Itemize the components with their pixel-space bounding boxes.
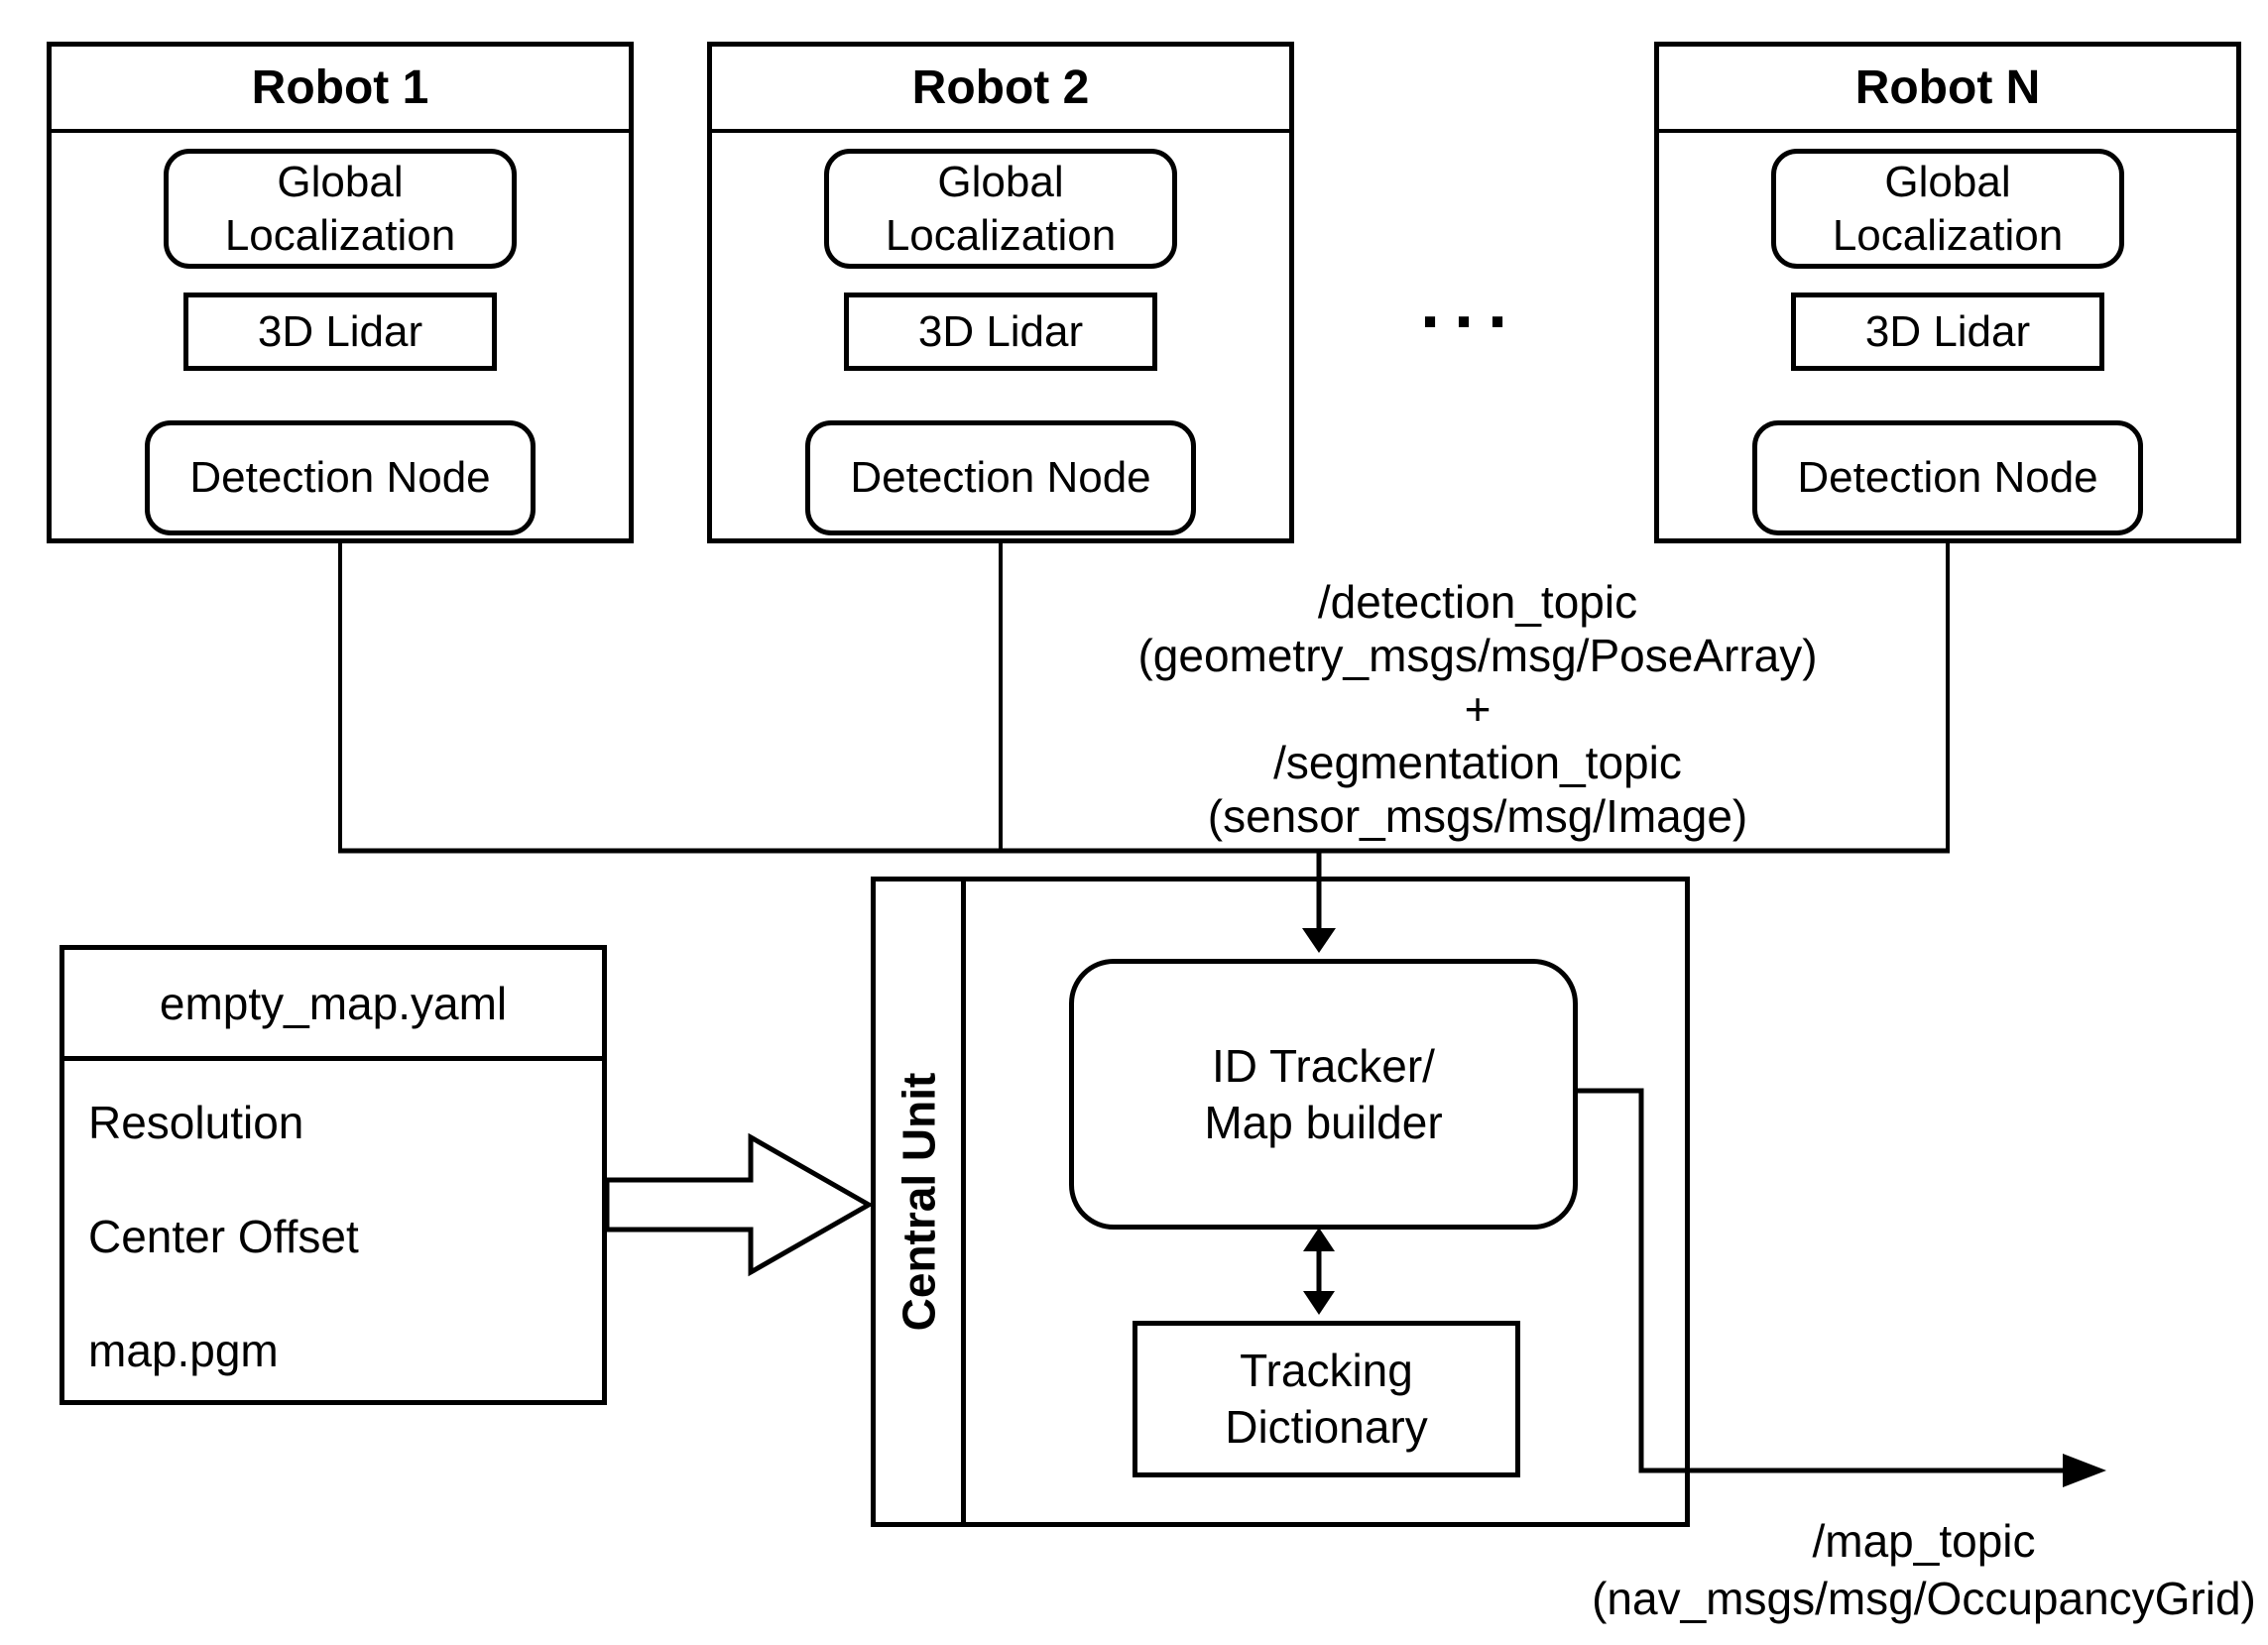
robotN-title: Robot N <box>1659 47 2236 133</box>
robot2-title: Robot 2 <box>712 47 1289 133</box>
empty-map-yaml-box: empty_map.yaml Resolution Center Offset … <box>60 945 607 1405</box>
more-robots-ellipsis: ··· <box>1420 283 1521 362</box>
robot1-lidar-node: 3D Lidar <box>183 293 497 371</box>
detection-topic-line: /detection_topic <box>1317 576 1638 628</box>
central-unit-label: Central Unit <box>893 1072 944 1332</box>
detection-topic-type-line: (geometry_msgs/msg/PoseArray) <box>1137 630 1818 681</box>
empty-map-yaml-title: empty_map.yaml <box>64 950 602 1061</box>
detection-bus-label: /detection_topic (geometry_msgs/msg/Pose… <box>1031 575 1924 843</box>
map-builder-line: Map builder <box>1204 1096 1443 1148</box>
robot1-global-localization-node: Global Localization <box>164 149 517 269</box>
robot2-detection-node: Detection Node <box>805 420 1196 535</box>
segmentation-topic-line: /segmentation_topic <box>1273 737 1682 788</box>
map-file-item-map-pgm: map.pgm <box>88 1325 279 1376</box>
plus-line: + <box>1464 683 1492 735</box>
robot2-lidar-node: 3D Lidar <box>844 293 1157 371</box>
robotN-box: Robot N Global Localization 3D Lidar Det… <box>1654 42 2241 543</box>
id-tracker-map-builder-node: ID Tracker/ Map builder <box>1069 959 1578 1230</box>
robot2-box: Robot 2 Global Localization 3D Lidar Det… <box>707 42 1294 543</box>
segmentation-topic-type-line: (sensor_msgs/msg/Image) <box>1207 790 1748 842</box>
map-topic-line: /map_topic <box>1812 1515 2036 1567</box>
tracking-dictionary-node: Tracking Dictionary <box>1133 1321 1520 1477</box>
map-topic-label: /map_topic (nav_msgs/msg/OccupancyGrid) <box>1557 1512 2268 1627</box>
robot1-box: Robot 1 Global Localization 3D Lidar Det… <box>47 42 634 543</box>
robot2-global-localization-node: Global Localization <box>824 149 1177 269</box>
central-unit-box: Central Unit ID Tracker/ Map builder Tra… <box>871 877 1690 1527</box>
robotN-lidar-node: 3D Lidar <box>1791 293 2104 371</box>
map-topic-type-line: (nav_msgs/msg/OccupancyGrid) <box>1592 1573 2256 1624</box>
map-file-to-central-hollow-arrow <box>604 1132 875 1277</box>
robot1-title: Robot 1 <box>52 47 629 133</box>
robotN-detection-node: Detection Node <box>1752 420 2143 535</box>
robotN-global-localization-node: Global Localization <box>1771 149 2124 269</box>
robot1-detection-node: Detection Node <box>145 420 536 535</box>
id-tracker-line: ID Tracker/ <box>1212 1039 1435 1092</box>
map-file-item-center-offset: Center Offset <box>88 1211 359 1262</box>
map-file-item-resolution: Resolution <box>88 1097 304 1148</box>
central-unit-label-strip: Central Unit <box>876 881 966 1522</box>
